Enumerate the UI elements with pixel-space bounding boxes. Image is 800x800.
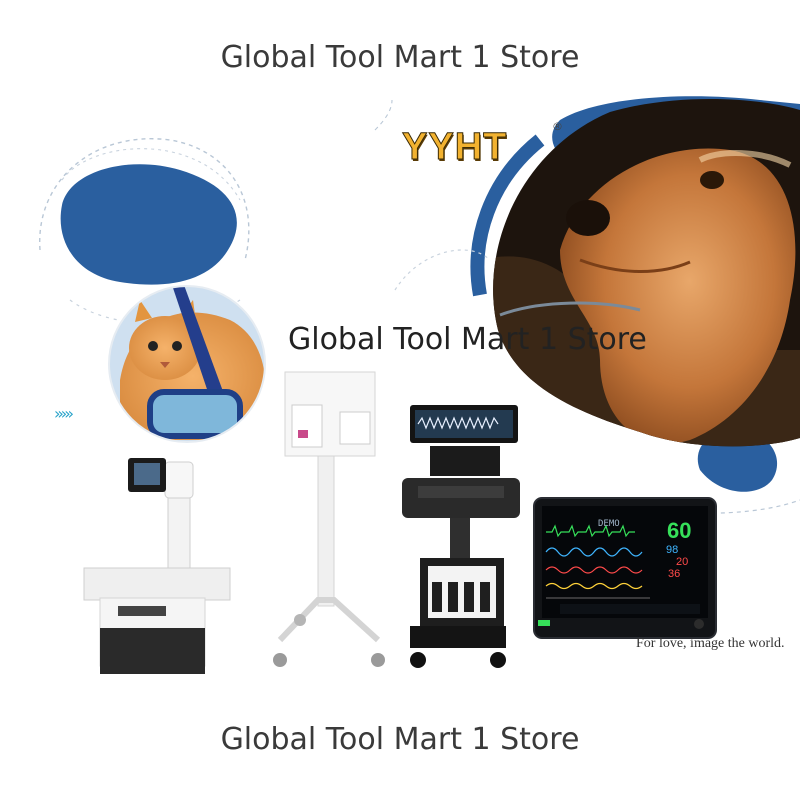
monitor-demo-label: DEMO <box>598 519 620 529</box>
patient-monitor-device <box>533 497 717 639</box>
trolley-cart-device <box>273 371 385 667</box>
slogan: For love, image the world. <box>636 636 785 651</box>
watermark-top: Global Tool Mart 1 Store <box>220 40 580 75</box>
chevron-arrows-icon: ››››› <box>54 404 74 423</box>
monitor-heart-rate: 60 <box>667 518 692 543</box>
decorative-dashed-arcs <box>61 99 393 201</box>
brand-logo: YYHT <box>401 126 508 169</box>
monitor-temp: 36 <box>668 568 681 580</box>
registered-mark: ® <box>552 120 563 133</box>
blue-blob-left <box>39 138 250 324</box>
watermark-middle: Global Tool Mart 1 Store <box>288 322 647 357</box>
dog-photo <box>493 98 800 447</box>
xray-table-device <box>83 458 231 674</box>
monitor-spo2: 98 <box>666 544 679 556</box>
watermark-bottom: Global Tool Mart 1 Store <box>220 722 580 757</box>
cat-photo <box>108 285 266 443</box>
ultrasound-device <box>402 405 520 668</box>
monitor-resp: 20 <box>676 556 689 568</box>
